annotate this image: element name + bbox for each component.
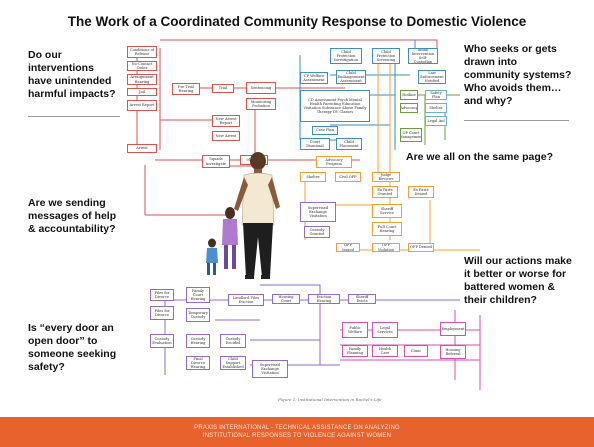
box-custody-decided: Custody Decided [220, 334, 246, 348]
box-sheriff-evicts: Sheriff Evicts [348, 294, 376, 304]
box-safety-plan: Safety Plan [425, 90, 447, 100]
box-arraignment: Arraignment Hearing [127, 74, 157, 85]
box-court-dismissal: Court Dismissal [300, 138, 330, 150]
box-shelter-b: Shelter [300, 172, 326, 182]
box-initial-intervention: Initial Intervention Self-Custodian [408, 48, 438, 64]
question-open-door: Is “every door an open door” to someone … [28, 322, 117, 373]
box-final-divorce: Final Divorce Hearing [186, 356, 210, 370]
box-cp-investigation: Child Protection Investigation [330, 48, 362, 64]
box-monitoring: Monitoring Probation [246, 98, 276, 110]
box-ofp-issued: OFP Issued [336, 243, 360, 252]
box-ofp-violation: OFP Violation [372, 243, 400, 252]
diagram-caption: Figure 1: Institutional Intervention in … [278, 397, 382, 402]
question-better-or-worse: Will our actions make it better or worse… [464, 255, 572, 306]
box-public-welfare: Public Welfare [342, 322, 368, 338]
box-trial: Trial [212, 84, 234, 93]
box-sentencing: Sentencing [246, 82, 276, 94]
box-legal-services: Legal Services [372, 322, 398, 338]
box-housing-court: Housing Court [272, 294, 300, 304]
family-illustration [206, 152, 280, 279]
box-sheriff-service: Sheriff Service [372, 204, 402, 218]
box-files-divorce-a: Files for Divorce [150, 289, 174, 301]
box-family-court-hearing: Family Court Hearing [186, 287, 210, 303]
box-civil-ofp: Civil OFP [335, 172, 361, 182]
box-full-court-hearing: Full Court Hearing [372, 222, 402, 236]
box-shelter-a: Shelter [425, 103, 447, 113]
footer-line-1: PRAXIS INTERNATIONAL - TECHNICAL ASSISTA… [194, 425, 400, 431]
box-ofp-denied: OFP Denied [408, 243, 434, 252]
box-cp-screening: Child Protection Screening [372, 48, 400, 64]
box-health-care: Health Care [372, 345, 398, 357]
box-case-plan: Case Plan [312, 126, 338, 135]
box-jail: Jail [127, 88, 157, 96]
box-ex-parte-granted: Ex Parte Granted [372, 186, 398, 198]
question-same-page: Are we all on the same page? [406, 151, 554, 163]
box-files-divorce-b: Files for Divorce [150, 306, 174, 320]
box-custody-granted: Custody Granted [304, 226, 330, 238]
box-temporary-custody: Temporary Custody [186, 308, 210, 322]
box-supervised-exchange-b: Supervised Exchange Visitation [252, 360, 288, 378]
box-pretrial: Pre-Trial Hearing [172, 83, 200, 95]
box-squads-investigate: Squads Investigate [202, 155, 230, 168]
box-cp-welfare: CP Welfare Assessment [300, 72, 328, 84]
divider-right-top [464, 120, 569, 121]
box-judge-reviews: Judge Reviews [372, 172, 400, 182]
question-unintended-impacts: Do our interventions have unintended har… [28, 49, 116, 100]
box-legal-aid: Legal Aid [425, 116, 447, 126]
box-advocacy-svc: Advocacy [400, 103, 418, 113]
box-housing-referral: Housing Referral [440, 345, 466, 359]
box-op-court: OP Court Management [400, 128, 422, 142]
box-cd-assessment: CD Assessment Psych Mental Health Parent… [300, 90, 370, 122]
box-arrest-report: Arrest Report [127, 100, 157, 111]
box-conditions-release: Conditions of Release [127, 46, 157, 58]
box-custody-hearing: Custody Hearing [186, 334, 210, 348]
box-ex-parte-denied: Ex Parte Denied [408, 186, 434, 198]
box-no-contact-order: No-Contact Order [127, 61, 157, 71]
box-child-placement: Child Placement [336, 138, 362, 150]
box-arrest: Arrest [127, 144, 157, 153]
box-advocacy-program: Advocacy Program [316, 156, 352, 168]
slide-title: The Work of a Coordinated Community Resp… [67, 14, 527, 29]
divider-left-top [28, 116, 120, 117]
question-help-accountability: Are we sending messages of help & accoun… [28, 197, 117, 235]
box-child-support: Child Support Established [220, 356, 246, 370]
footer-line-2: INSTITUTIONAL RESPONSES TO VIOLENCE AGAI… [202, 433, 392, 439]
box-eviction-hearing: Eviction Hearing [308, 294, 340, 304]
box-new-arrest: New Arrest [212, 131, 240, 141]
box-hotline: Hotline [400, 90, 418, 100]
box-family-planning: Family Planning [342, 345, 368, 357]
box-law-enforcement: Law Enforcement Notified [418, 70, 446, 84]
box-new-arrest-report: New Arrest Report [212, 115, 240, 127]
box-employment: Employment [440, 322, 466, 336]
box-child-endangerment: Child Endangerment Assessment [336, 70, 366, 84]
question-who-seeks: Who seeks or gets drawn into community s… [464, 43, 572, 107]
box-clinic: Clinic [404, 345, 428, 357]
box-custody-evaluation: Custody Evaluation [150, 334, 174, 348]
box-landlord-eviction: Landlord Files Eviction [228, 294, 264, 306]
footer-bar: PRAXIS INTERNATIONAL - TECHNICAL ASSISTA… [0, 417, 594, 447]
box-supervised-exchange-a: Supervised Exchange Visitation [300, 202, 336, 222]
